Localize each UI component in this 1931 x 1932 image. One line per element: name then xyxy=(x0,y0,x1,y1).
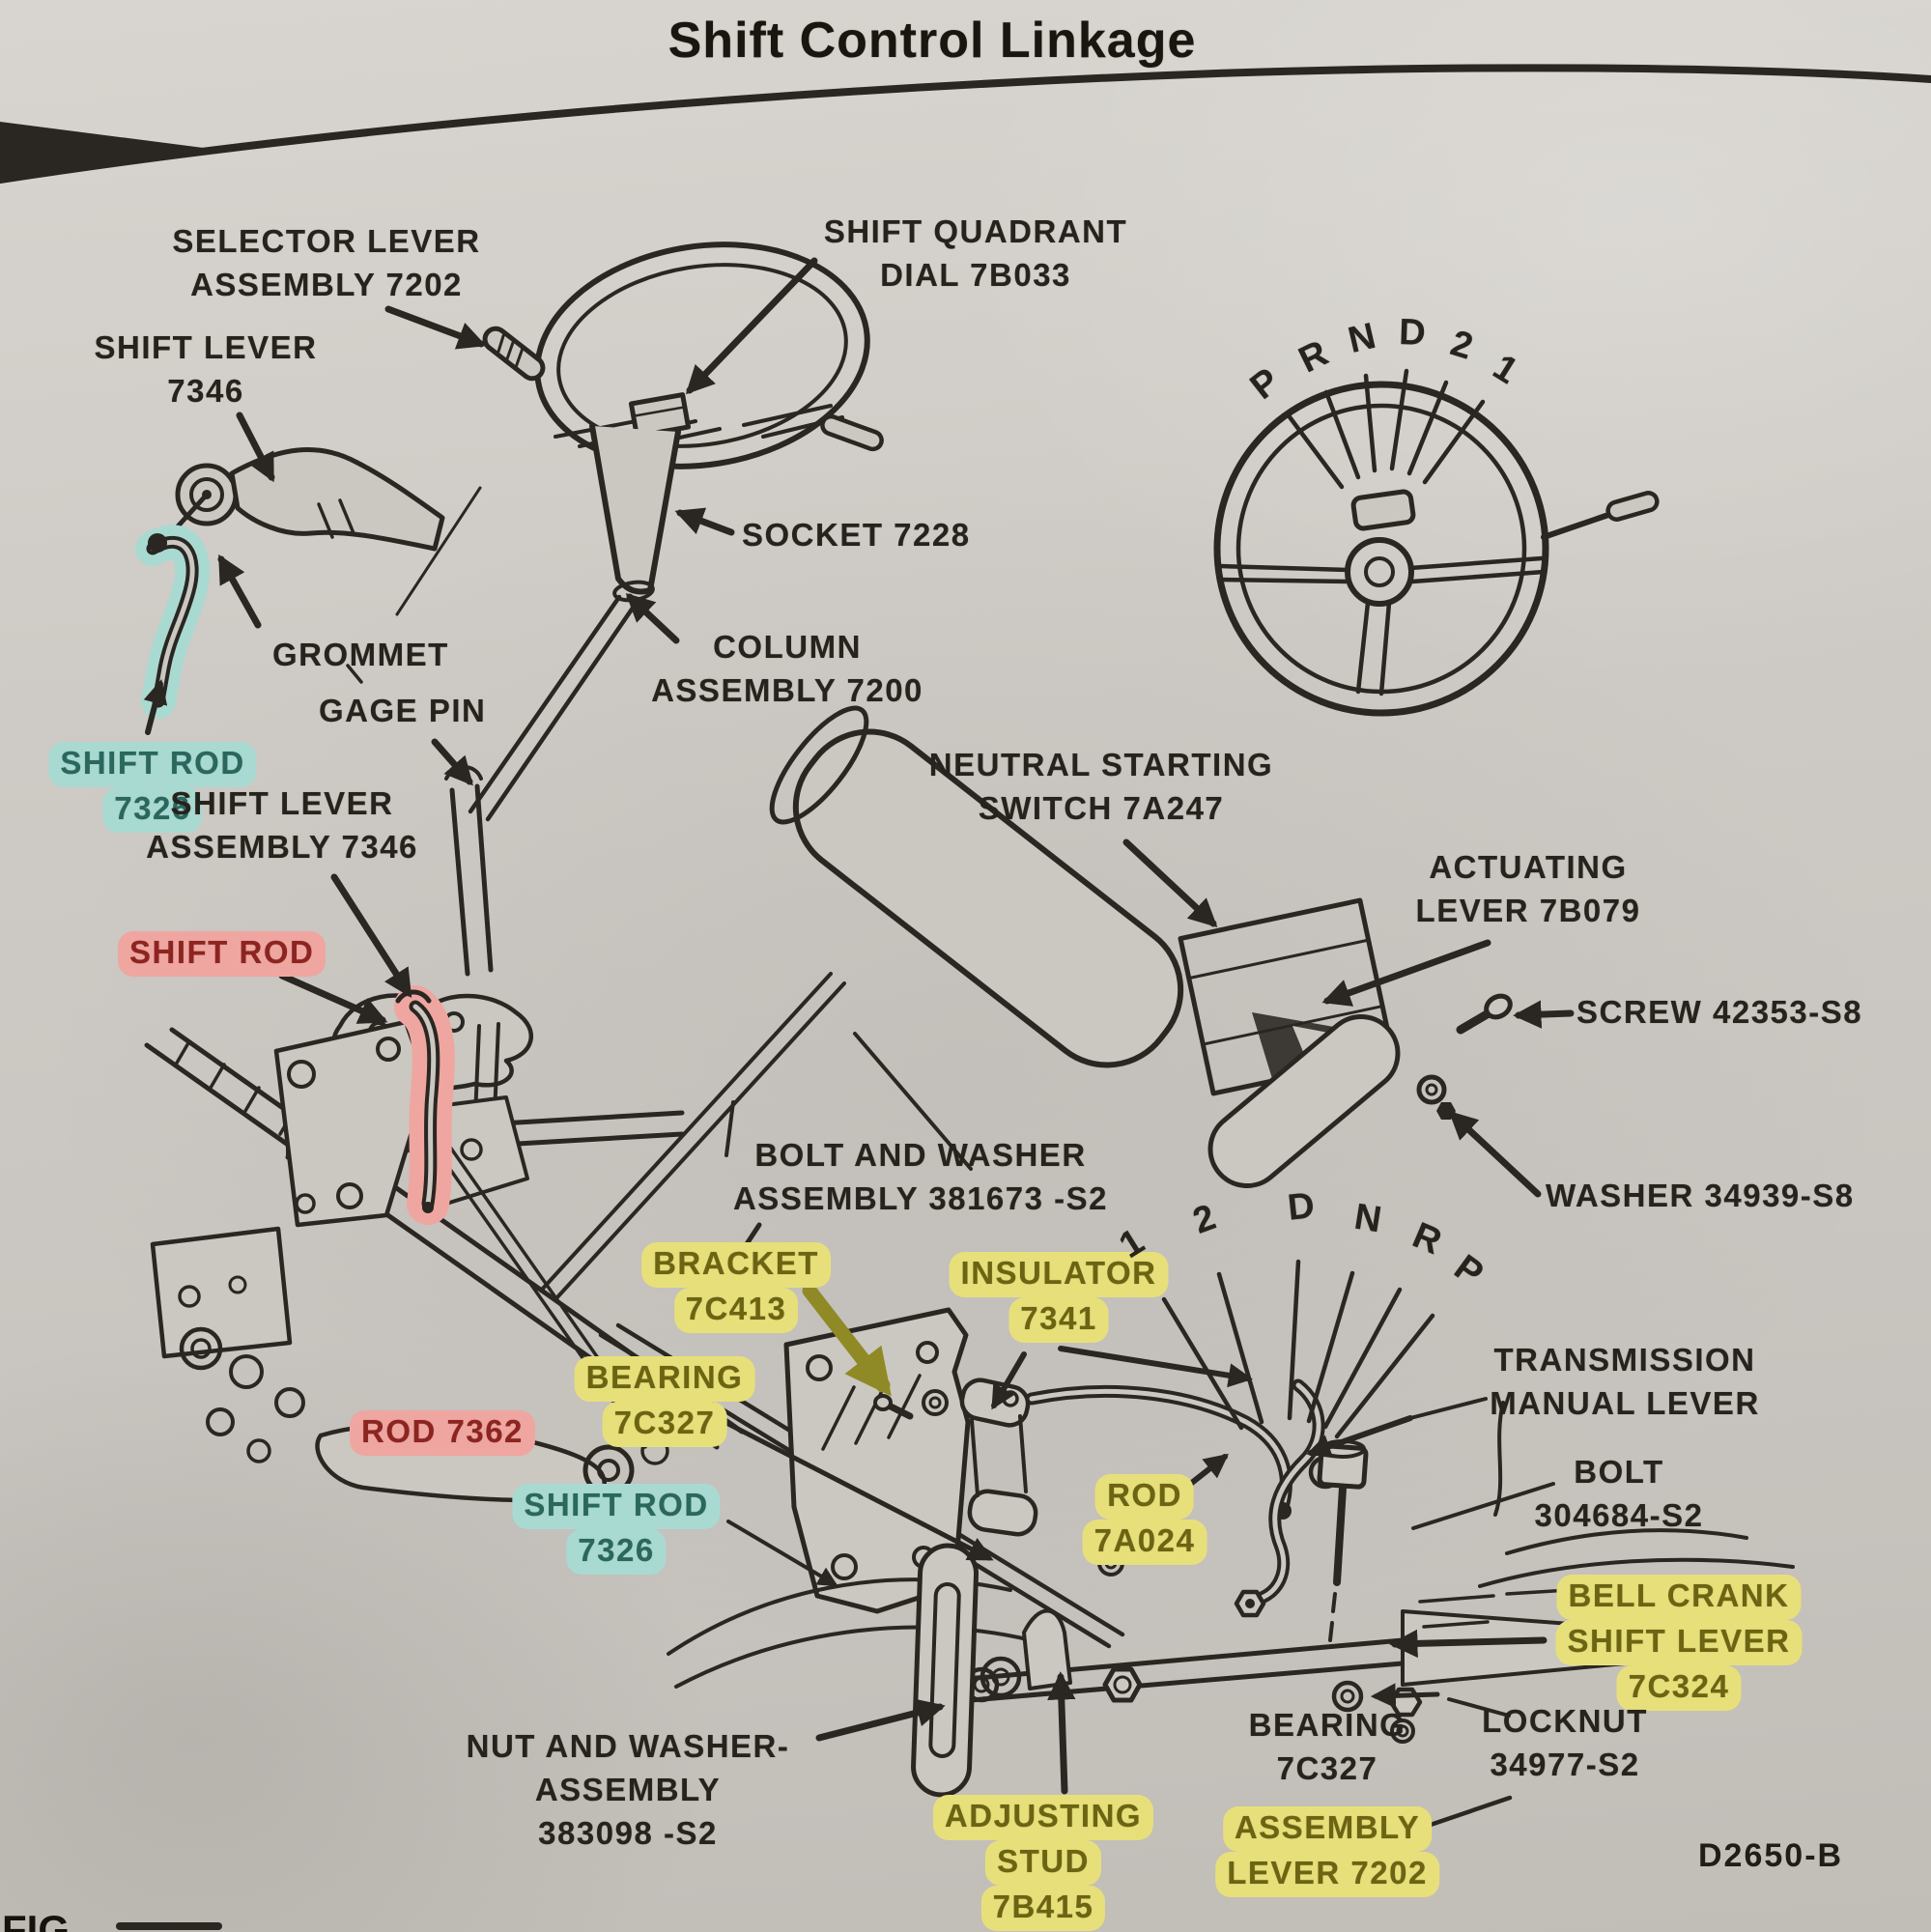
neutral-switch-drawing xyxy=(769,705,1513,1188)
leader-arrows xyxy=(143,257,1575,1830)
label-socket-7228: SOCKET 7228 xyxy=(742,517,971,553)
shift-rod-7326-upper-drawing xyxy=(135,525,211,719)
label-washer-34939-s8: WASHER 34939-S8 xyxy=(1546,1178,1855,1213)
adjusting-stud-drawing xyxy=(911,1543,980,1798)
lower-linkage-drawing xyxy=(667,1259,1795,1798)
bolt-304684-drawing xyxy=(1317,1439,1369,1642)
selector-column-wheel-drawing xyxy=(395,242,884,822)
figure-caption-fragment: FIG xyxy=(2,1907,70,1932)
quadrant-top-letter-d: D xyxy=(1398,312,1427,354)
page-title: Shift Control Linkage xyxy=(667,13,1197,69)
shift-quadrant-dial-drawing xyxy=(628,392,692,439)
figure-code: D2650-B xyxy=(1698,1837,1844,1874)
label-rod-7362: ROD 7362 xyxy=(350,1410,535,1456)
shift-rod-red-drawing xyxy=(394,985,455,1225)
label-grommet: GROMMET xyxy=(272,637,449,672)
quadrant-bottom-letter-d: D xyxy=(1286,1185,1317,1229)
label-gage-pin: GAGE PIN xyxy=(319,693,487,728)
page-edge-artifacts xyxy=(0,64,1931,1930)
steering-wheel-quadrant-drawing xyxy=(1213,368,1660,717)
label-shift-rod-red: SHIFT ROD xyxy=(118,931,327,977)
label-screw-42353-s8: SCREW 42353-S8 xyxy=(1576,994,1863,1030)
quadrant-bottom-fan-lines xyxy=(1161,1259,1435,1439)
quadrant-top-fan-lines xyxy=(1285,368,1486,490)
